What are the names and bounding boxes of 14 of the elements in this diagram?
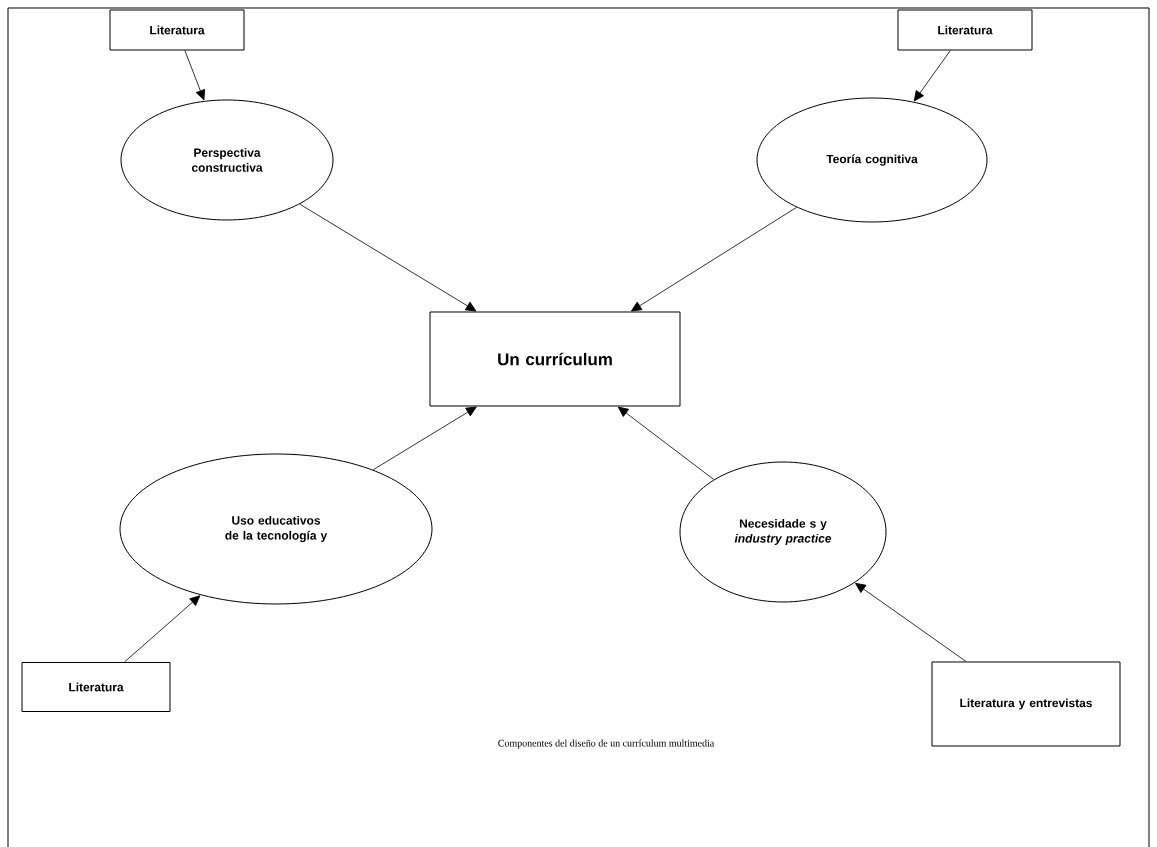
text-box: Literatura y entrevistas bbox=[931, 661, 1121, 747]
arrow bbox=[124, 595, 201, 663]
arrow bbox=[372, 406, 477, 471]
caption: Componentes del diseño de un currículum multimedia bbox=[498, 739, 715, 749]
arrow bbox=[184, 50, 206, 101]
arrow bbox=[299, 203, 477, 312]
text-box: Literatura bbox=[897, 9, 1033, 51]
arrow bbox=[913, 50, 951, 102]
arrow bbox=[617, 406, 715, 480]
central-box: Un currículum bbox=[429, 311, 681, 407]
text-box: Literatura bbox=[21, 662, 171, 712]
arrow bbox=[631, 206, 797, 312]
text-box: Literatura bbox=[109, 9, 245, 51]
arrow bbox=[855, 582, 967, 662]
